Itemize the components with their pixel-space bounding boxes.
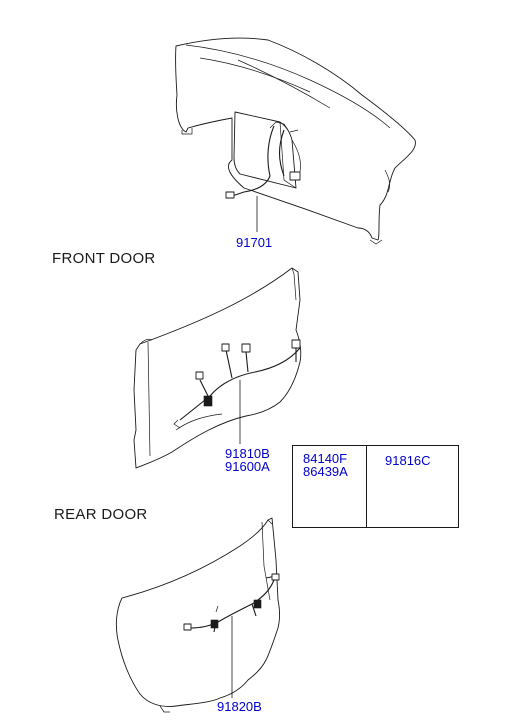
part-number-label[interactable]: 84140F (303, 451, 348, 466)
rear-door-panel (115, 517, 280, 713)
rear-door-harness (183, 573, 280, 633)
dashboard-panel (175, 37, 416, 245)
dashboard-wiring (225, 121, 301, 199)
grommet-parts-box (292, 445, 459, 528)
part-number-label[interactable]: 86439A (303, 464, 348, 479)
section-title-front-door: FRONT DOOR (52, 250, 156, 267)
front-door-harness (173, 339, 301, 429)
dashboard-module (233, 111, 301, 189)
part-number-label[interactable]: 91600A (225, 459, 270, 474)
front-door-panel (133, 267, 302, 469)
section-title-rear-door: REAR DOOR (54, 506, 148, 523)
part-number-label[interactable]: 91820B (217, 699, 262, 714)
part-number-label[interactable]: 91816C (385, 453, 431, 468)
part-number-label[interactable]: 91810B (225, 446, 270, 461)
part-number-label[interactable]: 91701 (236, 235, 273, 250)
box-divider (366, 446, 367, 527)
